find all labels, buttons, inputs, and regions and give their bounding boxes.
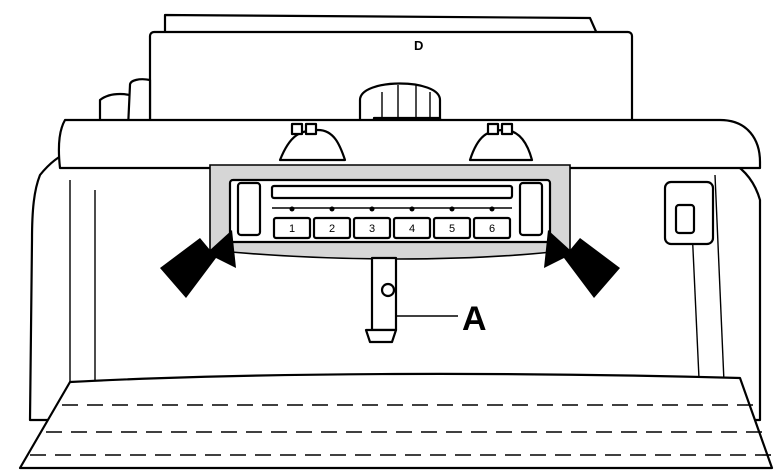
preset-label-2: 2: [329, 223, 335, 235]
preset-label-6: 6: [489, 223, 495, 235]
preset-buttons: 1 2 3 4 5 6: [272, 216, 512, 240]
cd-slot: [270, 184, 514, 200]
arrow-pointing-left-icon: [544, 230, 620, 298]
top-module: [126, 13, 634, 140]
radio-unit: 1 2 3 4 5 6: [209, 164, 571, 260]
removal-tool: [364, 256, 458, 344]
preset-indicators: [289, 206, 495, 212]
preset-button-2: [312, 216, 352, 240]
callout-label-a: A: [462, 300, 487, 338]
preset-label-1: 1: [289, 223, 295, 235]
radio-knob-right: [518, 181, 544, 237]
arrow-pointing-right-icon: [160, 230, 236, 298]
lower-trim: [18, 372, 774, 470]
preset-label-4: 4: [409, 223, 415, 235]
side-vent-right: [663, 180, 715, 246]
preset-button-4: [392, 216, 432, 240]
preset-label-3: 3: [369, 223, 375, 235]
mounting-plate: [57, 118, 762, 170]
preset-button-5: [432, 216, 472, 240]
radio-knob-left: [236, 181, 262, 237]
preset-button-3: [352, 216, 392, 240]
preset-button-6: [472, 216, 512, 240]
preset-button-1: [272, 216, 312, 240]
preset-label-5: 5: [449, 223, 455, 235]
part-label-d: D: [414, 38, 423, 53]
